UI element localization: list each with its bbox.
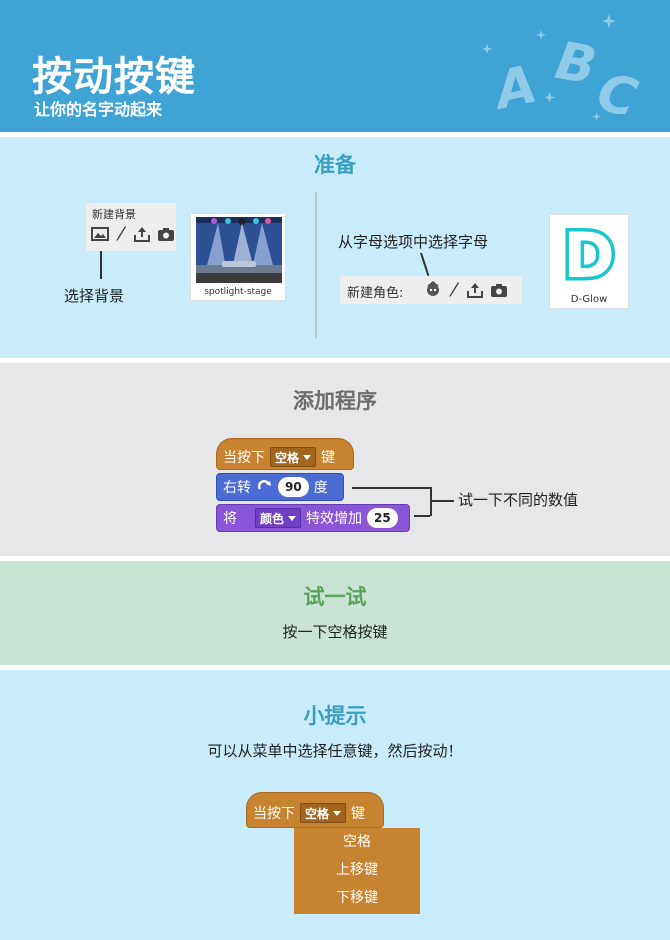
key-dropdown[interactable]: 空格	[270, 447, 317, 467]
effect-dropdown-value: 颜色	[260, 511, 285, 526]
turn-degrees-input[interactable]: 90	[278, 477, 309, 497]
try-it-text: 按一下空格按键	[282, 623, 388, 641]
camera-icon[interactable]	[490, 282, 508, 298]
callout-line-top	[352, 487, 430, 489]
backdrop-thumbnail-label: spotlight-stage	[204, 287, 272, 297]
paintbrush-icon[interactable]	[115, 225, 127, 243]
when-key-pressed-block[interactable]: 当按下 空格 键	[216, 438, 354, 470]
stage-image	[196, 217, 282, 283]
menu-item-up-arrow[interactable]: 上移键	[336, 862, 378, 878]
menu-item-space[interactable]: 空格	[343, 834, 371, 850]
hat-block-suffix: 键	[351, 806, 366, 822]
paintbrush-icon[interactable]	[448, 281, 460, 299]
callout-line-bottom	[414, 515, 430, 517]
callout-text: 试一下不同的数值	[458, 491, 579, 509]
backdrop-pointer-line	[100, 251, 102, 279]
turn-block-prefix: 右转	[223, 480, 251, 496]
turn-right-block[interactable]: 右转 90 度	[216, 473, 344, 501]
dropdown-arrow-icon	[333, 810, 342, 816]
image-icon[interactable]	[91, 226, 109, 242]
callout-line-vertical	[430, 487, 432, 516]
change-effect-block[interactable]: 将 颜色 特效增加 25	[216, 504, 410, 532]
deco-letter-b: B	[551, 31, 601, 97]
try-it-title: 试一试	[303, 585, 367, 609]
upload-icon[interactable]	[466, 282, 484, 298]
key-dropdown-value: 空格	[275, 450, 300, 465]
hat-block-suffix: 键	[321, 450, 336, 466]
backdrop-caption: 选择背景	[64, 287, 125, 305]
backdrop-thumbnail[interactable]: spotlight-stage	[190, 213, 286, 301]
page-subtitle: 让你的名字动起来	[34, 100, 163, 119]
dropdown-arrow-icon	[288, 515, 297, 521]
program-title: 添加程序	[293, 389, 377, 413]
effect-dropdown[interactable]: 颜色	[255, 508, 302, 528]
section-divider	[315, 192, 317, 338]
dropdown-arrow-icon	[303, 454, 312, 460]
key-dropdown-menu: 空格 上移键 下移键	[294, 828, 420, 914]
prepare-title: 准备	[314, 153, 356, 177]
tips-title: 小提示	[303, 704, 367, 728]
page-title: 按动按键	[32, 54, 196, 100]
menu-item-down-arrow[interactable]: 下移键	[336, 890, 378, 906]
star-icon	[536, 30, 546, 40]
backdrop-toolbar-label: 新建背景	[92, 208, 136, 221]
effect-block-middle: 特效增加	[306, 511, 363, 527]
star-icon	[602, 14, 616, 28]
key-dropdown-value: 空格	[305, 806, 330, 821]
try-it-section: 试一试 按一下空格按键	[0, 561, 670, 665]
hat-block-prefix: 当按下	[223, 450, 265, 466]
sprite-hint: 从字母选项中选择字母	[338, 233, 489, 251]
backdrop-toolbar: 新建背景	[86, 203, 176, 251]
sprite-pointer-line	[420, 252, 429, 277]
hat-block-prefix: 当按下	[253, 806, 295, 822]
star-icon	[482, 44, 492, 54]
star-icon	[544, 92, 555, 103]
sprite-picker-icon[interactable]	[424, 281, 442, 299]
sprite-toolbar-label: 新建角色:	[347, 286, 404, 301]
camera-icon[interactable]	[157, 226, 175, 242]
sprite-thumbnail-label: D-Glow	[570, 294, 608, 305]
tips-text: 可以从菜单中选择任意键，然后按动！	[207, 742, 463, 760]
effect-amount-input[interactable]: 25	[367, 508, 398, 528]
program-section: 添加程序 当按下 空格 键 右转 90 度 将 颜色 特效增加 25 试一下不同…	[0, 363, 670, 556]
prepare-section: 准备 新建背景 选择背景 spotlight-stage 从字母选项中选择字母 …	[0, 137, 670, 358]
key-dropdown[interactable]: 空格	[300, 803, 347, 823]
rotate-clockwise-icon	[257, 480, 271, 490]
effect-block-prefix: 将	[223, 511, 237, 527]
star-icon	[592, 112, 601, 121]
d-glow-letter: D	[560, 216, 618, 296]
turn-block-suffix: 度	[313, 480, 328, 496]
sprite-thumbnail[interactable]: D D-Glow	[549, 214, 629, 309]
sprite-toolbar: 新建角色:	[340, 276, 522, 304]
callout-line-connector	[430, 500, 454, 502]
tips-section: 小提示 可以从菜单中选择任意键，然后按动！ 当按下 空格 键 空格 上移键 下移…	[0, 670, 670, 940]
deco-letter-a: A	[490, 54, 543, 122]
header-banner: 按动按键 让你的名字动起来 A B C	[0, 0, 670, 132]
upload-icon[interactable]	[133, 226, 151, 242]
when-key-pressed-block[interactable]: 当按下 空格 键	[246, 792, 384, 828]
